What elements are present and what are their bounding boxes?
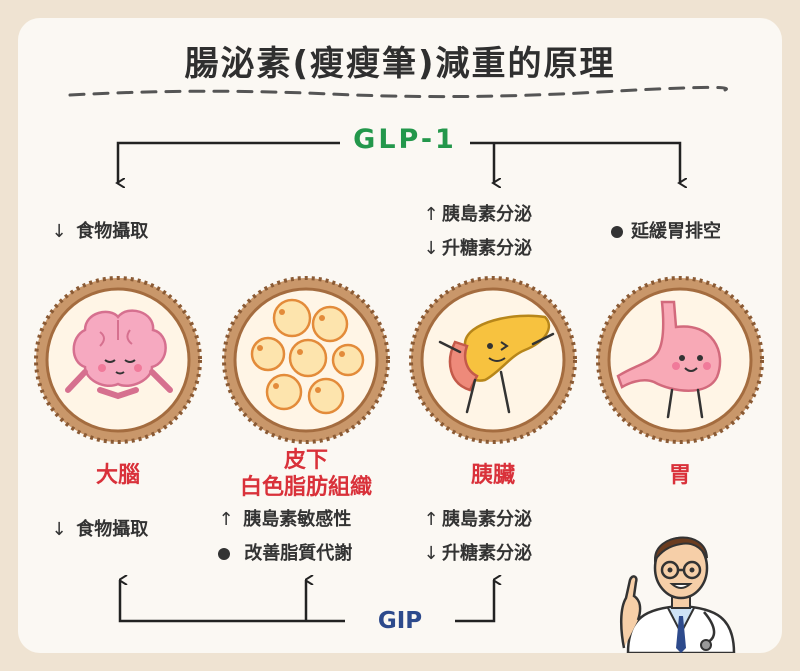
gip-line-right: [455, 580, 494, 623]
note-line: ↑ 胰島素敏感性: [218, 509, 352, 530]
glp1-label: GLP-1: [353, 124, 457, 155]
bullet-dot: [611, 226, 623, 238]
page-title: 腸泌素(瘦瘦筆)減重的原理: [184, 44, 616, 84]
note-line: ↓ 食物攝取: [51, 221, 149, 242]
gip-line-left: [118, 580, 345, 623]
fat-cells-icon: [222, 276, 390, 444]
bullet-dot: [218, 548, 230, 560]
stomach-top-notes: 延緩胃排空: [608, 215, 721, 249]
brain-bottom-notes: ↓ 食物攝取: [48, 513, 148, 547]
doctor-icon: [620, 536, 736, 653]
note-line: ↓升糖素分泌: [423, 238, 532, 259]
pancreas-icon: [409, 276, 577, 444]
gip-label: GIP: [377, 608, 423, 634]
note-line: ↓ 食物攝取: [51, 519, 149, 540]
organ-label-brain: 大腦: [95, 463, 140, 488]
fat-bottom-notes: ↑ 胰島素敏感性 改善脂質代謝: [215, 503, 352, 571]
note-line: 改善脂質代謝: [215, 537, 352, 571]
note-line: 延緩胃排空: [608, 215, 721, 249]
note-line: ↓升糖素分泌: [423, 543, 532, 564]
stomach-icon: [596, 276, 764, 444]
glp1-line-right: [470, 141, 680, 183]
brain-top-notes: ↓ 食物攝取: [48, 215, 148, 249]
pancreas-top-notes: ↑胰島素分泌 ↓升糖素分泌: [420, 198, 532, 266]
glp1-line-left: [118, 141, 340, 183]
organ-label-fat-line2: 白色脂肪組織: [239, 475, 372, 500]
organ-label-fat: 皮下 白色脂肪組織: [206, 447, 406, 501]
organ-label-stomach: 胃: [668, 463, 691, 488]
note-line: ↑胰島素分泌: [423, 509, 532, 530]
title-divider: [68, 85, 728, 99]
pancreas-bottom-notes: ↑胰島素分泌 ↓升糖素分泌: [420, 503, 532, 571]
note-line: ↑胰島素分泌: [423, 204, 532, 225]
organ-label-pancreas: 胰臟: [470, 463, 515, 488]
brain-icon: [34, 276, 202, 444]
organ-label-fat-line1: 皮下: [283, 448, 328, 473]
